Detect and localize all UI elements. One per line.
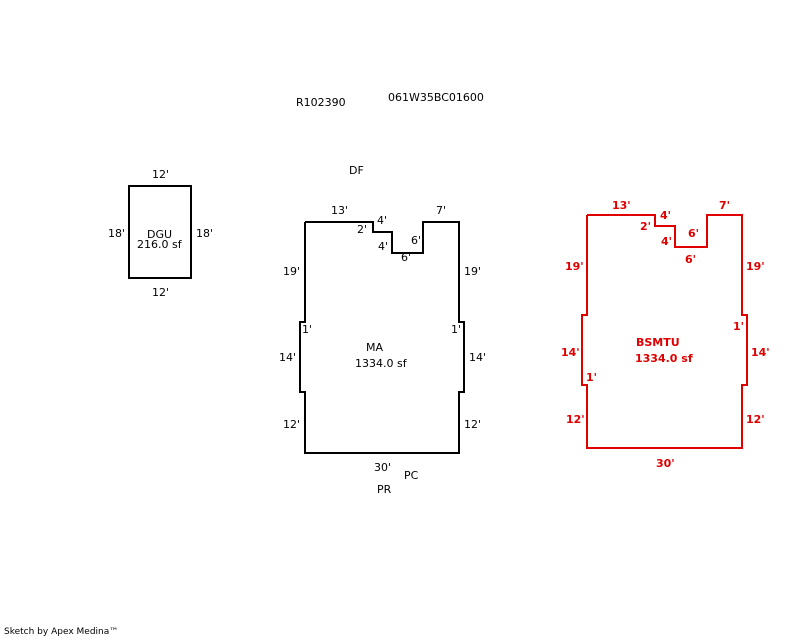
ma-dim-left-mid: 14' bbox=[279, 351, 296, 364]
bsmtu-dim-right-upper: 19' bbox=[746, 260, 765, 273]
sketch-credit: Sketch by Apex Medina™ bbox=[4, 627, 119, 637]
bsmtu-dim-top-right: 7' bbox=[719, 199, 730, 212]
ma-dim-right-lower: 12' bbox=[464, 418, 481, 431]
bsmtu-dim-notch-right-a: 4' bbox=[660, 209, 671, 222]
bsmtu-dim-right-lower: 12' bbox=[746, 413, 765, 426]
dgu-area: DGU 216.0 sf 12' 12' 18' 18' bbox=[108, 168, 213, 299]
bsmtu-name: BSMTU bbox=[636, 336, 680, 349]
ma-area-value: 1334.0 sf bbox=[355, 357, 408, 370]
account-id-label: R102390 bbox=[296, 96, 346, 109]
bsmtu-dim-notch-up: 6' bbox=[688, 227, 699, 240]
ma-dim-notch-right-a: 4' bbox=[377, 214, 387, 227]
ma-dim-notch-up: 6' bbox=[411, 234, 421, 247]
ma-dim-top-left: 13' bbox=[331, 204, 348, 217]
bsmtu-dim-left-lower: 12' bbox=[566, 413, 585, 426]
bsmtu-dim-notch-down-b: 4' bbox=[661, 235, 672, 248]
dgu-outline bbox=[128, 185, 192, 279]
bsmtu-area: BSMTU 1334.0 sf 13' 4' 2' 4' 6' 6' 7' 19… bbox=[561, 199, 770, 470]
bsmtu-area-value: 1334.0 sf bbox=[635, 352, 693, 365]
ma-dim-top-right: 7' bbox=[436, 204, 446, 217]
df-label: DF bbox=[349, 164, 364, 177]
pr-label: PR bbox=[377, 483, 392, 496]
bsmtu-dim-left-jog: 1' bbox=[586, 371, 597, 384]
bsmtu-dim-top-left: 13' bbox=[612, 199, 631, 212]
dgu-dim-right: 18' bbox=[196, 227, 213, 240]
ma-dim-right-upper: 19' bbox=[464, 265, 481, 278]
ma-dim-right-mid: 14' bbox=[469, 351, 486, 364]
ma-dim-notch-down-b: 4' bbox=[378, 240, 388, 253]
bsmtu-dim-left-upper: 19' bbox=[565, 260, 584, 273]
bsmtu-dim-left-mid: 14' bbox=[561, 346, 580, 359]
bsmtu-dim-notch-down-a: 2' bbox=[640, 220, 651, 233]
ma-dim-notch-bottom: 6' bbox=[401, 251, 411, 264]
ma-dim-right-jog: 1' bbox=[451, 323, 461, 336]
ma-area: MA 1334.0 sf 13' 4' 2' 4' 6' 6' 7' 19' 1… bbox=[279, 204, 486, 474]
dgu-name: DGU bbox=[147, 228, 172, 241]
bsmtu-outline bbox=[581, 214, 748, 449]
dgu-dim-bottom: 12' bbox=[152, 286, 169, 299]
ma-dim-left-upper: 19' bbox=[283, 265, 300, 278]
bsmtu-dim-notch-bottom: 6' bbox=[685, 253, 696, 266]
bsmtu-dim-right-jog: 1' bbox=[733, 320, 744, 333]
ma-dim-left-lower: 12' bbox=[283, 418, 300, 431]
dgu-dim-left: 18' bbox=[108, 227, 125, 240]
ma-dim-bottom: 30' bbox=[374, 461, 391, 474]
pc-label: PC bbox=[404, 469, 419, 482]
bsmtu-dim-right-mid: 14' bbox=[751, 346, 770, 359]
dgu-dim-top: 12' bbox=[152, 168, 169, 181]
map-tax-lot-label: 061W35BC01600 bbox=[388, 91, 484, 104]
dgu-area-value: 216.0 sf bbox=[137, 238, 183, 251]
ma-name: MA bbox=[366, 341, 383, 354]
ma-dim-notch-down-a: 2' bbox=[357, 223, 367, 236]
ma-outline bbox=[299, 221, 465, 454]
ma-dim-left-jog: 1' bbox=[302, 323, 312, 336]
bsmtu-dim-bottom: 30' bbox=[656, 457, 675, 470]
